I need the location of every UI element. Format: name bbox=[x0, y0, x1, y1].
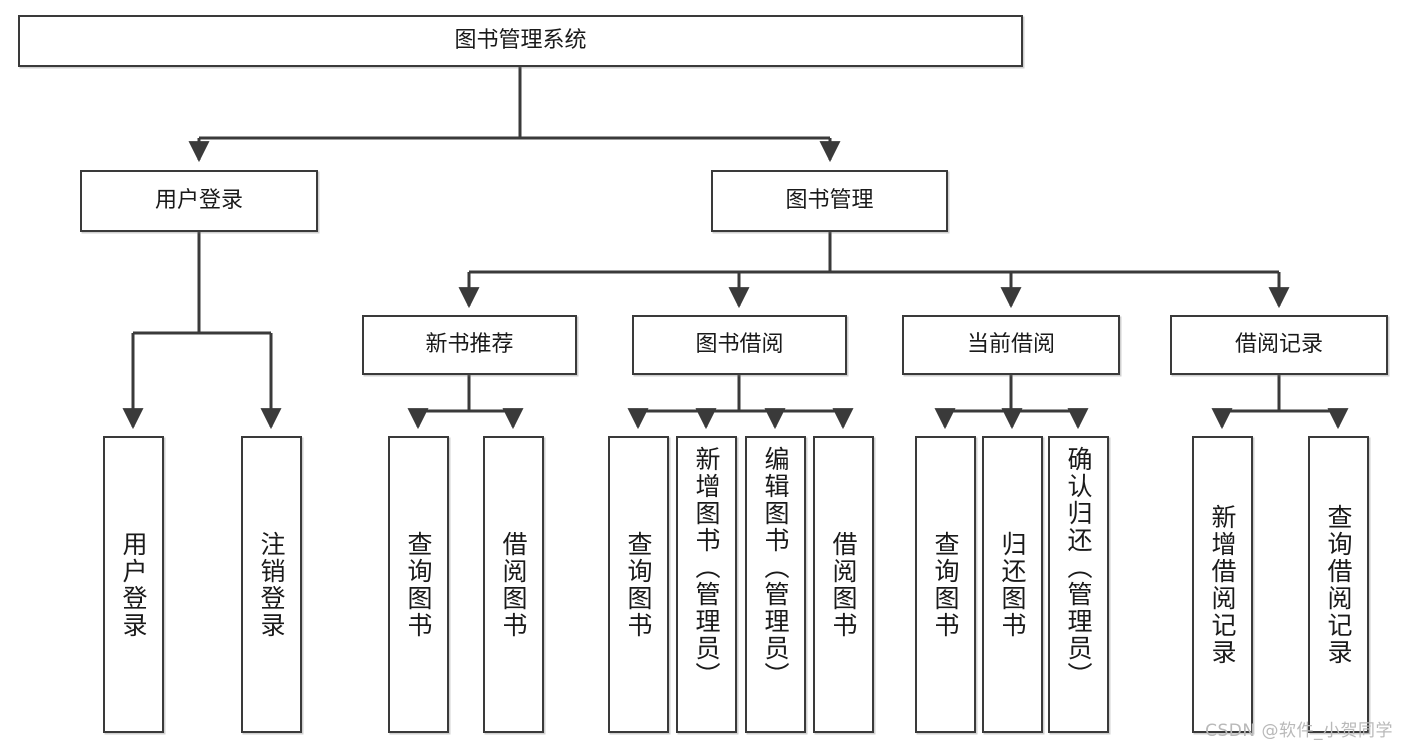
node-current-borrow-label: 当前借阅 bbox=[966, 332, 1055, 358]
node-leaf-query-book-3[interactable]: 查询图书 bbox=[915, 436, 976, 733]
node-leaf-add-record-label: 新增借阅记录 bbox=[1208, 503, 1237, 666]
node-leaf-borrow-book-1-label: 借阅图书 bbox=[499, 530, 528, 639]
node-root[interactable]: 图书管理系统 bbox=[18, 15, 1023, 67]
node-leaf-user-logout-label: 注销登录 bbox=[257, 530, 286, 639]
node-leaf-query-book-2[interactable]: 查询图书 bbox=[608, 436, 669, 733]
node-leaf-return-book[interactable]: 归还图书 bbox=[982, 436, 1043, 733]
node-book-manage[interactable]: 图书管理 bbox=[711, 170, 948, 232]
node-user-login-label: 用户登录 bbox=[154, 188, 243, 214]
node-leaf-add-book-label: 新增图书（管理员） bbox=[692, 446, 721, 689]
node-leaf-add-record[interactable]: 新增借阅记录 bbox=[1192, 436, 1253, 733]
node-leaf-query-record[interactable]: 查询借阅记录 bbox=[1308, 436, 1369, 733]
node-book-borrow-label: 图书借阅 bbox=[695, 332, 784, 358]
watermark-text: CSDN @软件_小贺同学 bbox=[1205, 721, 1393, 741]
node-borrow-record[interactable]: 借阅记录 bbox=[1170, 315, 1388, 375]
node-leaf-query-book-3-label: 查询图书 bbox=[931, 530, 960, 639]
node-user-login[interactable]: 用户登录 bbox=[80, 170, 318, 232]
node-leaf-edit-book-label: 编辑图书（管理员） bbox=[761, 446, 790, 689]
node-leaf-query-book-1[interactable]: 查询图书 bbox=[388, 436, 449, 733]
node-leaf-query-record-label: 查询借阅记录 bbox=[1324, 503, 1353, 666]
node-leaf-borrow-book-2[interactable]: 借阅图书 bbox=[813, 436, 874, 733]
node-new-book-rec-label: 新书推荐 bbox=[425, 332, 514, 358]
node-leaf-edit-book[interactable]: 编辑图书（管理员） bbox=[745, 436, 806, 733]
node-book-borrow[interactable]: 图书借阅 bbox=[632, 315, 847, 375]
node-leaf-borrow-book-1[interactable]: 借阅图书 bbox=[483, 436, 544, 733]
node-book-manage-label: 图书管理 bbox=[785, 188, 874, 214]
node-leaf-return-book-label: 归还图书 bbox=[998, 530, 1027, 639]
node-borrow-record-label: 借阅记录 bbox=[1234, 332, 1323, 358]
node-current-borrow[interactable]: 当前借阅 bbox=[902, 315, 1120, 375]
node-leaf-user-login[interactable]: 用户登录 bbox=[103, 436, 164, 733]
node-leaf-query-book-1-label: 查询图书 bbox=[404, 530, 433, 639]
node-leaf-confirm-return-label: 确认归还（管理员） bbox=[1064, 446, 1093, 689]
node-leaf-user-logout[interactable]: 注销登录 bbox=[241, 436, 302, 733]
node-root-label: 图书管理系统 bbox=[454, 28, 587, 54]
node-leaf-confirm-return[interactable]: 确认归还（管理员） bbox=[1048, 436, 1109, 733]
node-leaf-query-book-2-label: 查询图书 bbox=[624, 530, 653, 639]
node-new-book-rec[interactable]: 新书推荐 bbox=[362, 315, 577, 375]
node-leaf-borrow-book-2-label: 借阅图书 bbox=[829, 530, 858, 639]
node-leaf-user-login-label: 用户登录 bbox=[119, 530, 148, 639]
node-leaf-add-book[interactable]: 新增图书（管理员） bbox=[676, 436, 737, 733]
